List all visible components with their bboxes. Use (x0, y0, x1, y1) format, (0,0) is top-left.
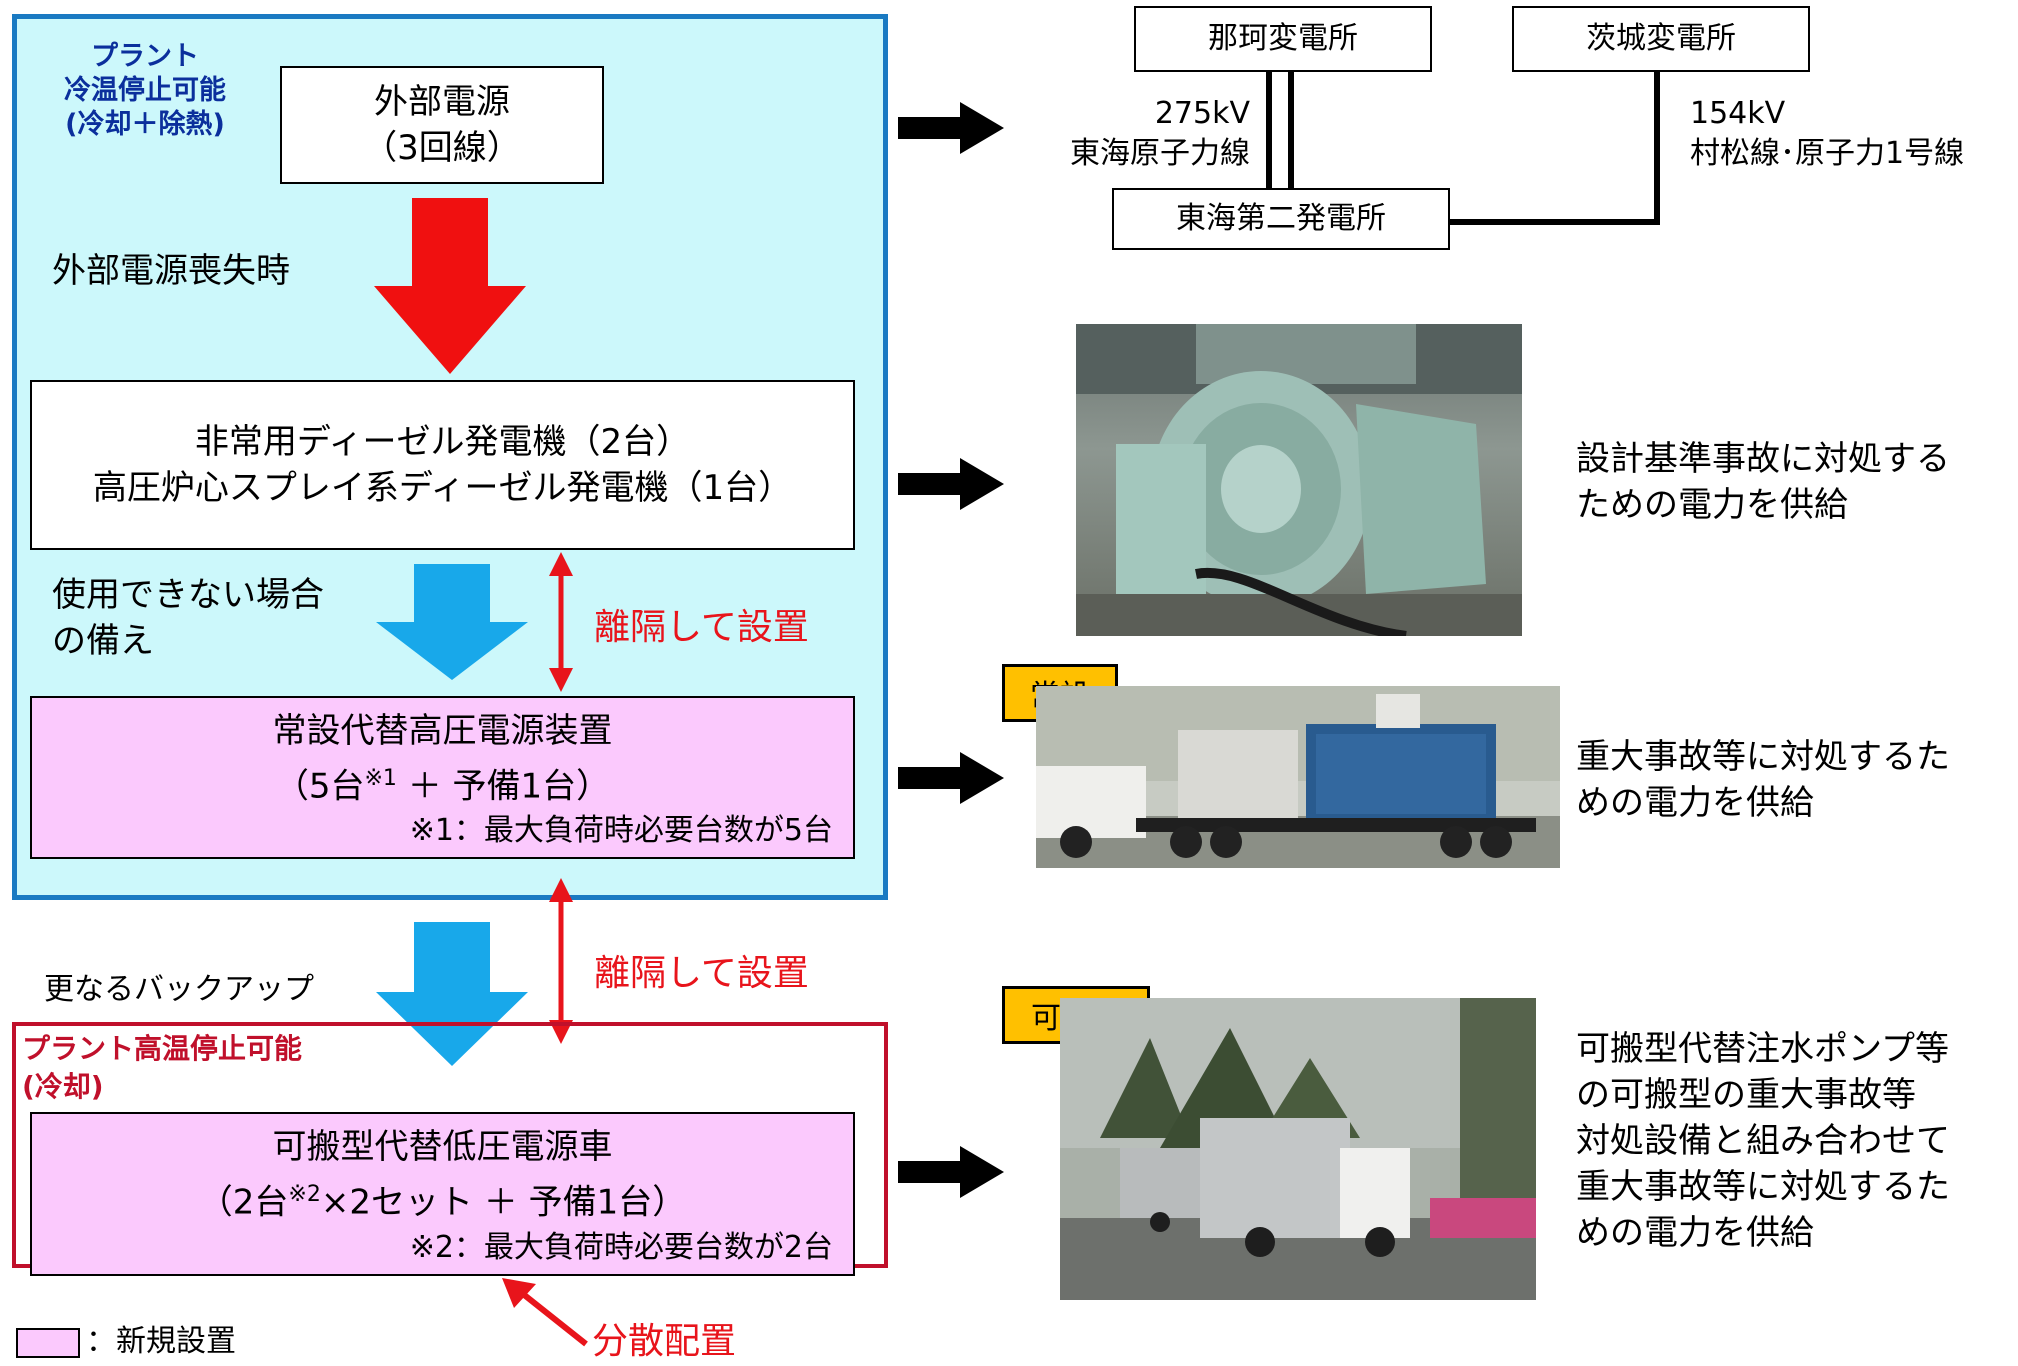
line-275-voltage: 275kV (1154, 96, 1250, 131)
plant-cold-shutdown-title: プラント 冷温停止可能 (冷却＋除熱) (30, 40, 260, 142)
line-154-name: 村松線･原子力1号線 (1690, 136, 1965, 171)
portable-desc-line3: 対処設備と組み合わせて (1576, 1121, 1950, 1161)
blue-down-arrow-1 (376, 564, 528, 680)
diesel-desc-line1: 設計基準事故に対処する (1576, 439, 1950, 479)
unusable-line1: 使用できない場合 (52, 575, 324, 615)
portable-lv-power-box: 可搬型代替低圧電源車 （2台※2×2セット ＋ 予備1台） ※2：最大負荷時必要… (30, 1112, 855, 1276)
tokai-daini-plant-box: 東海第二発電所 (1112, 188, 1450, 250)
hpcs-diesel-line2: 高圧炉心スプレイ系ディーゼル発電機（1台） (92, 468, 793, 508)
external-power-line2: （3回線） (363, 128, 521, 168)
portable-desc-line1: 可搬型代替注水ポンプ等 (1576, 1029, 1949, 1069)
portable-power-vehicle-photo (1060, 998, 1536, 1300)
portable-desc-line2: の可搬型の重大事故等 (1576, 1075, 1916, 1115)
naka-substation-box: 那珂変電所 (1134, 6, 1432, 72)
plant-cold-title-line1: プラント (91, 41, 199, 72)
permanent-hv-units: （5台※1 ＋ 予備1台） (275, 756, 610, 809)
external-power-loss-label: 外部電源喪失時 (52, 251, 290, 291)
black-arrow-1 (898, 102, 1004, 154)
portable-units-sup: ※2 (288, 1182, 321, 1207)
portable-units-post: ×2セット ＋ 予備1台） (320, 1182, 687, 1223)
plant-hot-shutdown-title: プラント高温停止可能 (冷却) (22, 1030, 302, 1106)
diesel-desc-line2: ための電力を供給 (1576, 485, 1848, 525)
portable-desc-line5: めの電力を供給 (1576, 1213, 1814, 1253)
portable-lv-units: （2台※2×2セット ＋ 予備1台） (199, 1172, 686, 1225)
permanent-units-sup: ※1 (364, 766, 397, 791)
line-154kv-label: 154kV 村松線･原子力1号線 (1690, 94, 1964, 174)
unusable-line2: の備え (52, 621, 154, 661)
permanent-hv-note: ※1：最大負荷時必要台数が5台 (409, 813, 833, 848)
external-power-box: 外部電源 （3回線） (280, 66, 604, 184)
grid-connection-lines (1266, 72, 1660, 225)
external-power-line1: 外部電源 (374, 82, 510, 122)
legend-label: ：新規設置 (86, 1324, 236, 1359)
plant-cold-title-line3: (冷却＋除熱) (65, 109, 225, 140)
black-arrow-3 (898, 752, 1004, 804)
portable-description: 可搬型代替注水ポンプ等 の可搬型の重大事故等 対処設備と組み合わせて 重大事故等… (1576, 1026, 1950, 1256)
permanent-desc-line2: めの電力を供給 (1576, 783, 1814, 823)
emergency-diesel-box: 非常用ディーゼル発電機（2台） 高圧炉心スプレイ系ディーゼル発電機（1台） (30, 380, 855, 550)
distributed-placement-label: 分散配置 (592, 1321, 737, 1362)
line-154-voltage: 154kV (1690, 96, 1786, 131)
separate-install-label-1: 離隔して設置 (594, 607, 809, 648)
permanent-units-pre: （5台 (274, 766, 365, 807)
unusable-case-label: 使用できない場合 の備え (52, 572, 324, 664)
permanent-description: 重大事故等に対処するた めの電力を供給 (1576, 734, 1950, 826)
line-275kv-label: 275kV 東海原子力線 (1040, 94, 1250, 174)
red-double-arrow-1 (549, 552, 573, 692)
portable-units-pre: （2台 (198, 1182, 289, 1223)
permanent-desc-line1: 重大事故等に対処するた (1576, 737, 1950, 777)
distributed-arrow (502, 1278, 588, 1347)
diesel-description: 設計基準事故に対処する ための電力を供給 (1576, 436, 1950, 528)
line-275-name: 東海原子力線 (1070, 136, 1250, 171)
diesel-generator-photo (1076, 324, 1522, 636)
permanent-units-post: ＋ 予備1台） (396, 766, 611, 807)
portable-lv-title: 可搬型代替低圧電源車 (272, 1127, 613, 1167)
further-backup-label: 更なるバックアップ (44, 972, 314, 1007)
emergency-diesel-line1: 非常用ディーゼル発電機（2台） (194, 422, 691, 462)
permanent-hv-power-box: 常設代替高圧電源装置 （5台※1 ＋ 予備1台） ※1：最大負荷時必要台数が5台 (30, 696, 855, 859)
separate-install-label-2: 離隔して設置 (594, 953, 809, 994)
black-arrow-2 (898, 458, 1004, 510)
plant-cold-title-line2: 冷温停止可能 (64, 75, 226, 106)
legend-swatch (16, 1328, 80, 1358)
plant-hot-title-line2: (冷却) (22, 1070, 104, 1103)
ibaraki-substation-box: 茨城変電所 (1512, 6, 1810, 72)
black-arrow-4 (898, 1146, 1004, 1198)
permanent-power-unit-photo (1036, 686, 1560, 868)
portable-desc-line4: 重大事故等に対処するた (1576, 1167, 1950, 1207)
portable-lv-note: ※2：最大負荷時必要台数が2台 (409, 1230, 833, 1265)
blue-down-arrow-2 (376, 922, 528, 1066)
red-double-arrow-2 (549, 878, 573, 1044)
permanent-hv-title: 常設代替高圧電源装置 (272, 711, 613, 751)
plant-hot-title-line1: プラント高温停止可能 (22, 1032, 303, 1065)
red-down-arrow (374, 198, 526, 374)
